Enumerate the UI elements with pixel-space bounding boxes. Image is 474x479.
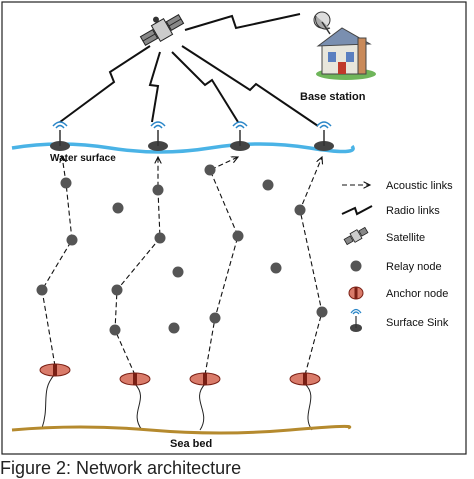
anchor-tether (134, 383, 143, 431)
figure-caption: Figure 2: Network architecture (0, 457, 474, 479)
radio-link-satellite-sink3 (171, 51, 239, 123)
surface-sink-icon (350, 308, 362, 332)
legend-item-anchor: Anchor node (348, 286, 448, 300)
relay-node (168, 322, 180, 334)
anchor-nodes (39, 363, 321, 386)
relay-node (60, 177, 72, 189)
radio-links (59, 13, 319, 127)
anchor-node-icon (348, 286, 364, 300)
radio-link-satellite-base (184, 13, 301, 31)
legend-label: Surface Sink (386, 317, 449, 329)
radio-link-icon (341, 205, 373, 216)
surface-sink-icon (50, 121, 70, 151)
water-surface-label: Water surface (50, 153, 116, 164)
acoustic-path-3 (204, 157, 238, 376)
surface-sink-icon (230, 121, 250, 151)
legend-item-relay: Relay node (350, 260, 442, 273)
legend-item-acoustic: Acoustic links (342, 180, 453, 192)
anchor-tether (199, 383, 206, 431)
surface-sink-icon (148, 121, 168, 151)
relay-node (36, 284, 48, 296)
legend-label: Relay node (386, 261, 442, 273)
relay-node (154, 232, 166, 244)
surface-sinks (50, 121, 334, 151)
legend-label: Anchor node (386, 288, 448, 300)
sea-bed-label: Sea bed (170, 438, 212, 450)
anchor-node (189, 372, 221, 386)
legend-item-satellite: Satellite (343, 226, 425, 246)
legend-label: Radio links (386, 205, 440, 217)
acoustic-path-1 (41, 156, 73, 367)
relay-node-icon (350, 260, 362, 272)
relay-node (316, 306, 328, 318)
anchor-node (119, 372, 151, 386)
radio-link-satellite-sink4 (181, 45, 319, 127)
figure-caption-text: Figure 2: Network architecture (0, 458, 242, 478)
acoustic-path-4 (299, 157, 322, 376)
anchor-tether (304, 383, 313, 431)
relay-nodes (36, 164, 328, 336)
relay-node (172, 266, 184, 278)
base-station-icon (313, 11, 376, 80)
satellite-icon (139, 13, 185, 47)
legend: Acoustic links Radio links Satellite Rel… (341, 180, 453, 332)
base-station-label: Base station (300, 91, 366, 103)
anchor-node (39, 363, 71, 377)
sea-bed-line (11, 424, 352, 435)
legend-item-sink: Surface Sink (350, 308, 449, 332)
radio-link-satellite-sink2 (148, 51, 161, 123)
relay-node (270, 262, 282, 274)
anchor-node (289, 372, 321, 386)
relay-node (152, 184, 164, 196)
relay-node (66, 234, 78, 246)
relay-node (111, 284, 123, 296)
radio-link-satellite-sink1 (59, 45, 151, 123)
legend-label: Acoustic links (386, 180, 453, 192)
relay-node (204, 164, 216, 176)
relay-node (112, 202, 124, 214)
diagram-frame (1, 1, 467, 455)
surface-sink-icon (314, 121, 334, 151)
anchor-tether (41, 373, 56, 429)
relay-node (294, 204, 306, 216)
legend-label: Satellite (386, 232, 425, 244)
legend-item-radio: Radio links (341, 205, 440, 217)
relay-node (109, 324, 121, 336)
anchor-tethers (41, 373, 313, 431)
relay-node (262, 179, 274, 191)
satellite-icon (343, 226, 369, 246)
relay-node (232, 230, 244, 242)
relay-node (209, 312, 221, 324)
